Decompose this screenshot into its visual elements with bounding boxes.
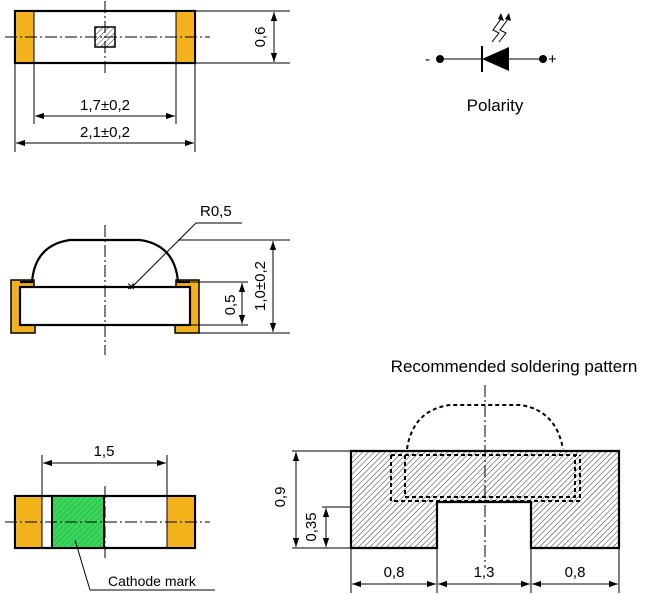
anode-terminal (539, 55, 547, 63)
svg-text:×: × (127, 278, 135, 294)
bottom-view-width-label: 1,5 (94, 443, 115, 460)
diode-icon (481, 46, 509, 72)
polarity-minus: - (425, 51, 430, 68)
component-outline (404, 455, 576, 498)
side-view: × R0,5 0,5 1,0±0,2 (10, 203, 290, 355)
side-view-total-label: 1,0±0,2 (252, 261, 269, 311)
top-view-inner-label: 1,7±0,2 (80, 97, 130, 114)
polarity-caption: Polarity (467, 96, 524, 115)
soldering-gap-label: 1,3 (474, 564, 495, 581)
soldering-title: Recommended soldering pattern (391, 357, 638, 376)
soldering-pattern: Recommended soldering pattern 0,9 0,35 0… (272, 357, 637, 593)
soldering-height-label: 0,9 (272, 487, 289, 508)
cathode-mark-label: Cathode mark (108, 573, 197, 589)
top-view: 0,6 1,7±0,2 2,1±0,2 (5, 1, 290, 152)
soldering-step-label: 0,35 (303, 512, 320, 541)
polarity-symbol: - + Polarity (425, 13, 557, 115)
light-arrows-icon (491, 13, 511, 43)
bottom-view: 1,5 Cathode mark (5, 443, 215, 591)
soldering-left-label: 0,8 (384, 564, 405, 581)
side-view-radius-label: R0,5 (200, 203, 232, 220)
polarity-plus: + (548, 51, 557, 68)
top-view-outer-label: 2,1±0,2 (80, 124, 130, 141)
top-view-height-label: 0,6 (252, 27, 269, 48)
side-view-body-label: 0,5 (222, 295, 239, 316)
soldering-right-label: 0,8 (565, 564, 586, 581)
